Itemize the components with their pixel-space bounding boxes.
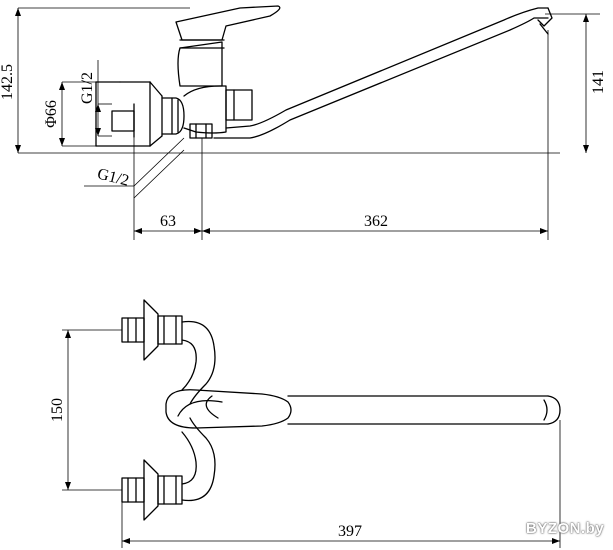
dim-horizontal: 63 362 <box>133 30 549 240</box>
side-view: 142.5 Φ66 G1/2 141 <box>0 5 607 240</box>
dim-inlet-spacing-label: 150 <box>49 398 66 422</box>
dim-total-length-label: 397 <box>338 523 362 540</box>
eccentric-nut <box>161 97 185 135</box>
dim-total-length: 397 <box>121 420 561 548</box>
dim-inlet-thread-top-label: G1/2 <box>79 72 96 104</box>
upper-inlet <box>121 299 183 361</box>
dim-flange-diameter-label: Φ66 <box>43 100 60 128</box>
watermark: BYZON.by <box>526 520 605 537</box>
dim-total-height: 142.5 <box>0 8 21 153</box>
top-lever <box>165 389 292 429</box>
lower-inlet <box>121 459 183 521</box>
dim-inlet-thread-top: G1/2 <box>79 60 112 137</box>
dim-spout-height: 141 <box>583 14 607 153</box>
spout <box>213 7 553 139</box>
mixer-body <box>175 5 281 139</box>
dim-inlet-spacing: 150 <box>49 329 122 491</box>
dim-total-height-label: 142.5 <box>0 64 16 100</box>
inlet-pipe <box>111 103 135 138</box>
dim-flange-diameter: Φ66 <box>43 81 96 147</box>
dim-spout-height-label: 141 <box>590 70 607 94</box>
top-view: 150 397 <box>49 299 561 548</box>
top-body <box>181 320 216 502</box>
top-spout <box>287 395 561 425</box>
dim-spout-reach-label: 362 <box>364 213 388 230</box>
dim-offset-label: 63 <box>160 213 176 230</box>
wall-flange <box>95 81 163 147</box>
